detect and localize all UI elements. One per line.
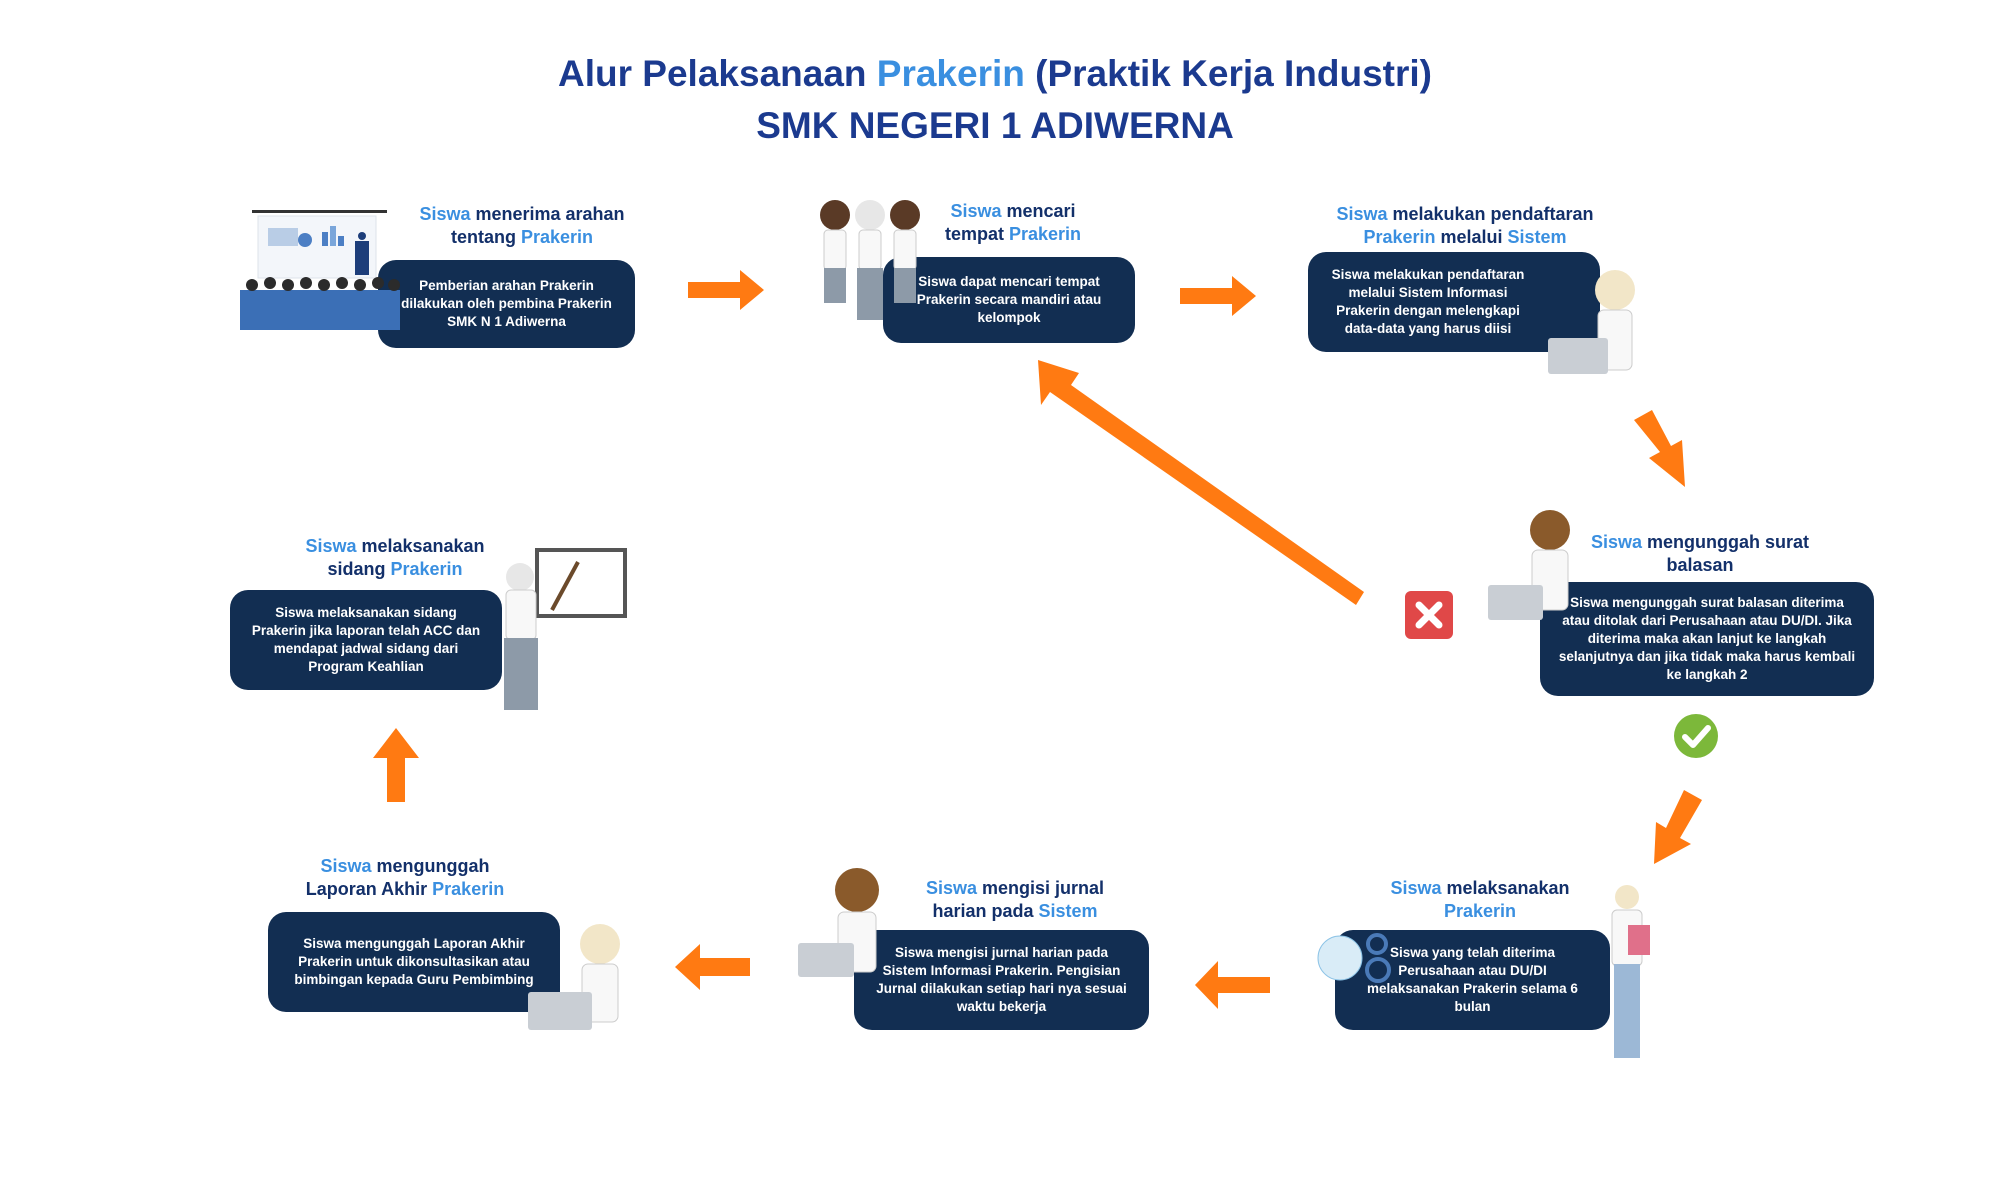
arrow-step5-to-step6 [1195,961,1270,1009]
step-7-heading: Siswa mengunggah Laporan Akhir Prakerin [305,856,505,899]
step-6-box: Siswa mengisi jurnal harian pada Sistem … [854,930,1149,1030]
check-mark-icon [1673,713,1719,764]
diagram-subtitle: SMK NEGERI 1 ADIWERNA [756,105,1234,146]
arrow-step4-back-to-step2 [1038,360,1364,605]
step-3-box: Siswa melakukan pendaftaran melalui Sist… [1308,252,1600,352]
step-8-box: Siswa melaksanakan sidang Prakerin jika … [230,590,502,690]
arrow-step4-to-step5 [1654,790,1702,864]
step-2-heading: Siswa mencari tempat Prakerin [944,201,1082,244]
step-7-box: Siswa mengunggah Laporan Akhir Prakerin … [268,912,560,1012]
arrow-step3-to-step4 [1634,410,1685,487]
step-1-heading: Siswa menerima arahan tentang Prakerin [419,204,625,247]
step-2-box: Siswa dapat mencari tempat Prakerin seca… [883,257,1135,343]
step-4-box: Siswa mengunggah surat balasan diterima … [1540,582,1874,696]
step-3-heading: Siswa melakukan pendaftaran Prakerin mel… [1336,204,1594,247]
step-1-box: Pemberian arahan Prakerin dilakukan oleh… [378,260,635,348]
arrow-step2-to-step3 [1180,276,1256,316]
x-mark-icon [1405,591,1453,644]
step-6-heading: Siswa mengisi jurnal harian pada Sistem [925,878,1105,921]
step-5-heading: Siswa melaksanakan Prakerin [1390,878,1570,921]
step-8-heading: Siswa melaksanakan sidang Prakerin [305,536,485,579]
step-4-heading: Siswa mengunggah surat balasan [1590,532,1810,575]
arrow-step7-to-step8 [373,728,419,802]
arrow-step1-to-step2 [688,270,764,310]
diagram-header: Alur Pelaksanaan Prakerin (Praktik Kerja… [0,48,1990,152]
diagram-title: Alur Pelaksanaan Prakerin (Praktik Kerja… [558,53,1432,94]
arrow-step6-to-step7 [675,944,750,990]
